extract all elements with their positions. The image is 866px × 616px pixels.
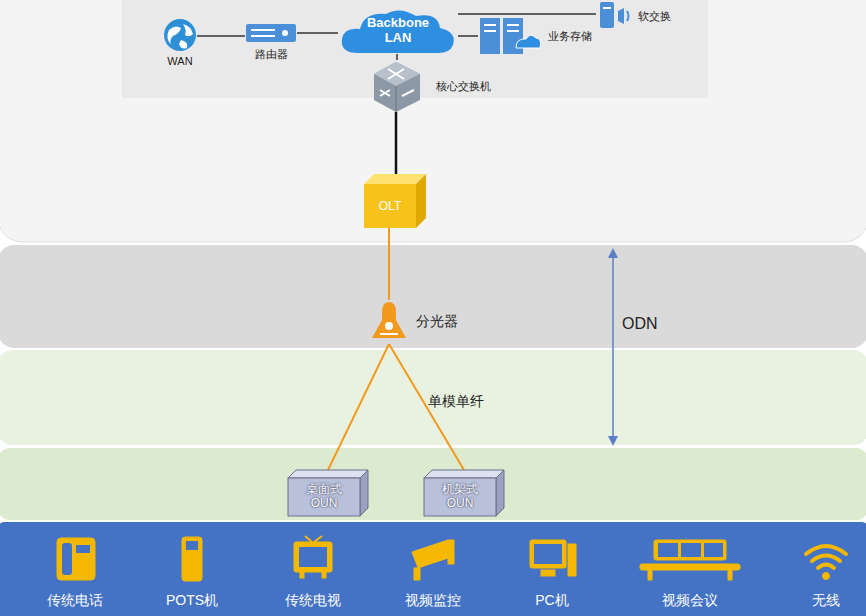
connector (197, 36, 245, 37)
connector (328, 344, 389, 470)
node-label: WAN (167, 55, 192, 67)
wan-icon-shape (163, 18, 197, 52)
router-icon-shape (245, 22, 297, 44)
splitter-icon-shape (370, 300, 408, 344)
fiber-label: 单模单纤 (428, 393, 484, 411)
terminal-label: PC机 (535, 592, 568, 610)
olt-cube: OLT (364, 174, 426, 228)
storage-icon: 业务存储 (478, 18, 540, 54)
connector (396, 112, 397, 174)
terminal-label: 视频监控 (405, 592, 461, 610)
onu-box: 桌面式 OUN (288, 470, 368, 516)
softswitch-icon-shape (596, 2, 630, 30)
connector (297, 33, 338, 34)
node-label: 软交换 (638, 9, 671, 24)
router-icon: 路由器 (245, 22, 297, 44)
terminal-label: 视频会议 (662, 592, 718, 610)
node-label: 路由器 (255, 47, 288, 62)
connector (458, 36, 478, 37)
node-label: OLT (379, 199, 401, 213)
node-label: 桌面式 OUN (294, 483, 354, 511)
node-label: 分光器 (416, 313, 458, 331)
node-label: 核心交换机 (436, 79, 491, 94)
storage-icon-shape (478, 18, 540, 54)
softswitch-icon: 软交换 (596, 2, 630, 30)
core-switch-icon: 核心交换机 (364, 60, 428, 112)
wan-icon: WAN (163, 18, 197, 52)
terminal-label: POTS机 (166, 592, 218, 610)
connector (458, 14, 596, 15)
backbone-cloud: Backbone LAN (338, 8, 458, 54)
node-label: 业务存储 (548, 29, 592, 44)
node-label: 机架式 OUN (430, 483, 490, 511)
onu-box: 机架式 OUN (424, 470, 504, 516)
terminal-label: 传统电视 (285, 592, 341, 610)
terminal-label: 传统电话 (47, 592, 103, 610)
core-switch-icon-shape (364, 60, 428, 112)
connector (397, 54, 398, 60)
terminal-label: 无线 (812, 592, 840, 610)
connector (389, 228, 390, 300)
node-label: Backbone LAN (360, 16, 436, 46)
splitter-icon: 分光器 (370, 300, 408, 344)
odn-label: ODN (622, 315, 658, 333)
